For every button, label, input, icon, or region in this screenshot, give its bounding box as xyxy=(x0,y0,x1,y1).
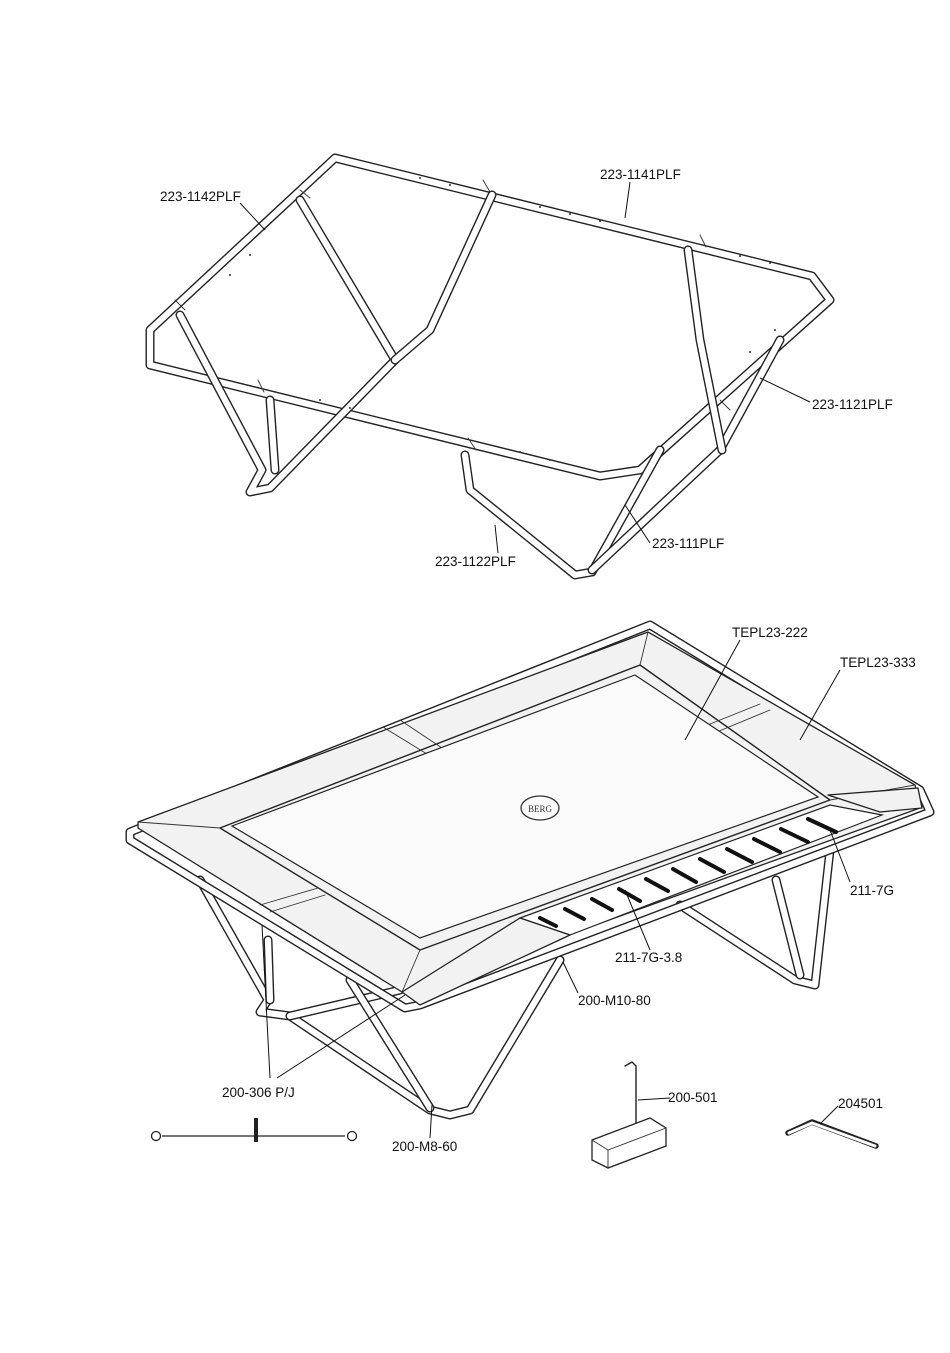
frame-drawing xyxy=(150,158,830,575)
trampoline-drawing: BERG xyxy=(130,625,930,1115)
label-204501: 204501 xyxy=(838,1096,883,1111)
label-200-M8-60: 200-M8-60 xyxy=(392,1139,457,1154)
t-tool-drawing xyxy=(592,1062,666,1168)
bungee-drawing xyxy=(152,1118,357,1142)
label-223-111PLF: 223-111PLF xyxy=(652,536,724,551)
label-200-M10-80: 200-M10-80 xyxy=(578,993,651,1008)
label-211-7G: 211-7G xyxy=(850,883,894,898)
label-223-1142PLF: 223-1142PLF xyxy=(160,189,241,204)
label-223-1122PLF: 223-1122PLF xyxy=(435,554,516,569)
mat-logo: BERG xyxy=(528,804,553,814)
label-200-306PJ: 200-306 P/J xyxy=(222,1085,295,1100)
label-200-501: 200-501 xyxy=(668,1090,718,1105)
allen-key-drawing xyxy=(788,1122,876,1146)
label-TEPL23-333: TEPL23-333 xyxy=(840,655,916,670)
label-223-1141PLF: 223-1141PLF xyxy=(600,167,681,182)
label-223-1121PLF: 223-1121PLF xyxy=(812,397,893,412)
label-TEPL23-222: TEPL23-222 xyxy=(732,625,808,640)
label-211-7G-3.8: 211-7G-3.8 xyxy=(615,950,682,965)
